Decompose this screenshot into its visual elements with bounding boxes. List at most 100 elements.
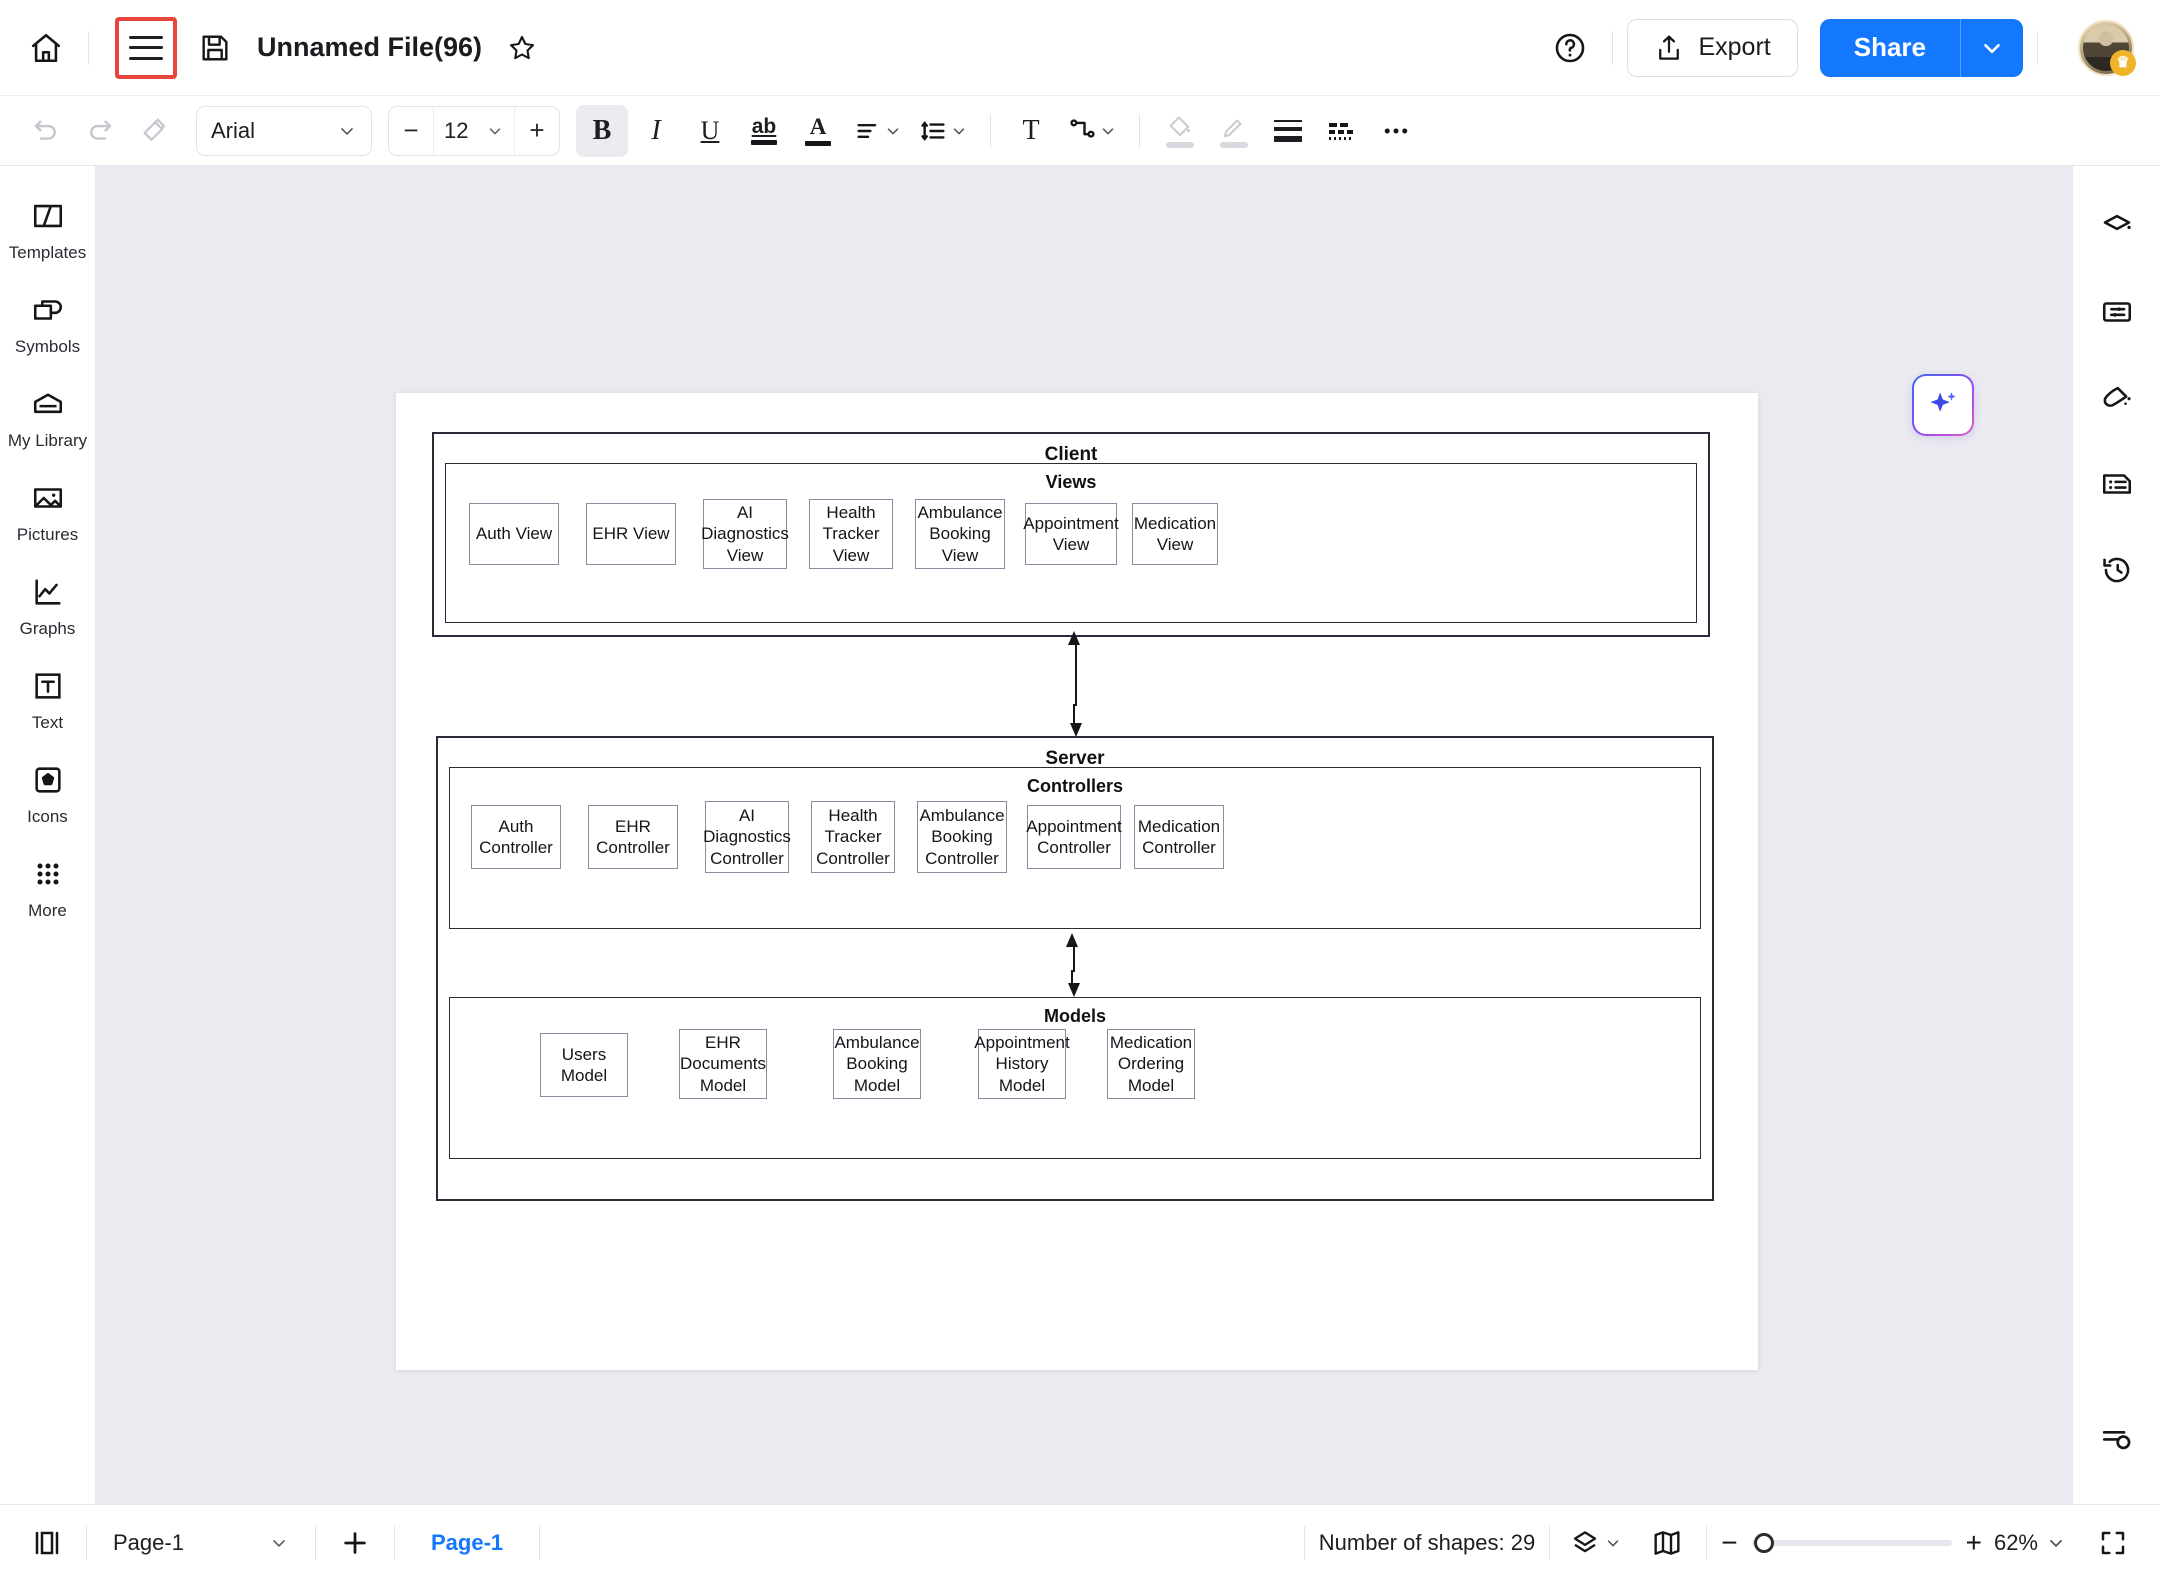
node-ambulance-booking-view[interactable]: Ambulance Booking View	[915, 499, 1005, 569]
star-icon[interactable]	[494, 20, 550, 76]
share-button[interactable]: Share	[1819, 18, 1961, 77]
node-appointment-controller[interactable]: Appointment Controller	[1026, 805, 1122, 869]
node-ai-diagnostics-controller[interactable]: AI Diagnostics Controller	[703, 801, 791, 873]
font-size-stepper[interactable]: − 12 +	[388, 105, 560, 156]
divider	[990, 113, 991, 148]
text-align-icon[interactable]	[846, 105, 910, 157]
more-grid-icon	[23, 852, 73, 896]
font-size-select[interactable]: 12	[433, 106, 515, 155]
side-panel-toggle-icon[interactable]	[22, 1518, 72, 1568]
home-icon[interactable]	[18, 20, 74, 76]
font-color-label: A	[809, 114, 827, 139]
zoom-slider-track[interactable]	[1751, 1532, 1952, 1553]
server-title: Server	[1045, 748, 1105, 769]
sidebar-item-graphs[interactable]: Graphs	[4, 570, 92, 638]
node-ai-diagnostics-view[interactable]: AI Diagnostics View	[701, 499, 789, 569]
models-container[interactable]: Models	[449, 997, 1701, 1159]
node-health-tracker-view[interactable]: Health Tracker View	[809, 499, 893, 569]
page-tab-page-1[interactable]: Page-1	[431, 1529, 504, 1555]
layers-icon[interactable]	[1564, 1518, 1628, 1568]
sidebar-item-my-library[interactable]: My Library	[4, 382, 92, 450]
node-health-tracker-controller[interactable]: Health Tracker Controller	[811, 801, 895, 873]
node-ehr-documents-model[interactable]: EHR Documents Model	[679, 1029, 767, 1099]
layout-settings-icon[interactable]	[2090, 288, 2144, 336]
ai-sparkle-icon[interactable]	[1912, 374, 1974, 436]
canvas-page[interactable]: Client Views Auth View EHR View AI Diagn…	[396, 393, 1758, 1370]
more-horizontal-icon[interactable]	[1370, 105, 1422, 157]
zoom-slider-knob[interactable]	[1753, 1532, 1774, 1553]
version-history-icon[interactable]	[2090, 546, 2144, 594]
architecture-diagram: Client Views Auth View EHR View AI Diagn…	[396, 393, 1758, 1370]
text-tool-button[interactable]: T	[1022, 114, 1040, 146]
divider	[539, 1525, 541, 1560]
fullscreen-icon[interactable]	[2088, 1518, 2138, 1568]
fill-style-icon[interactable]	[2090, 202, 2144, 250]
sidebar-item-more[interactable]: More	[4, 852, 92, 920]
save-icon[interactable]	[187, 20, 243, 76]
graphs-icon	[23, 570, 73, 614]
font-color-button[interactable]: A	[792, 105, 844, 157]
status-bar: Page-1 Page-1 Number of shapes: 29 −	[0, 1504, 2160, 1580]
hamburger-menu-icon[interactable]	[115, 16, 177, 79]
minimap-icon[interactable]	[1642, 1518, 1692, 1568]
sidebar-item-text[interactable]: Text	[4, 664, 92, 732]
status-bar-right: Number of shapes: 29 − + 62%	[1290, 1518, 2138, 1568]
help-circle-icon[interactable]	[1542, 20, 1598, 76]
sidebar-item-label: Symbols	[14, 337, 81, 357]
zoom-slider[interactable]: − +	[1721, 1527, 1982, 1559]
node-medication-ordering-model[interactable]: Medication Ordering Model	[1107, 1029, 1195, 1099]
my-library-icon	[23, 382, 73, 426]
node-ehr-controller[interactable]: EHR Controller	[588, 805, 678, 869]
sidebar-item-pictures[interactable]: Pictures	[4, 476, 92, 544]
zoom-in-button[interactable]: +	[1965, 1526, 1982, 1558]
line-style-dashed-icon[interactable]	[1316, 105, 1368, 157]
chevron-down-icon[interactable]	[1961, 18, 2023, 77]
divider	[1612, 30, 1614, 65]
font-family-value: Arial	[211, 117, 256, 143]
font-size-increase-button[interactable]: +	[529, 115, 545, 145]
strikethrough-button[interactable]: ab	[738, 105, 790, 157]
bold-button[interactable]: B	[576, 104, 628, 157]
node-ehr-view[interactable]: EHR View	[586, 503, 676, 565]
properties-panel-icon[interactable]	[2090, 460, 2144, 508]
font-size-value: 12	[444, 117, 469, 143]
brush-icon[interactable]	[1208, 105, 1260, 157]
node-auth-controller[interactable]: Auth Controller	[471, 805, 561, 869]
node-ambulance-booking-controller[interactable]: Ambulance Booking Controller	[917, 801, 1007, 873]
export-button[interactable]: Export	[1627, 18, 1798, 77]
node-medication-controller[interactable]: Medication Controller	[1134, 805, 1224, 869]
zoom-out-button[interactable]: −	[1721, 1526, 1738, 1558]
sidebar-item-label: My Library	[7, 431, 88, 451]
sidebar-item-icons[interactable]: Icons	[4, 758, 92, 826]
node-appointment-view[interactable]: Appointment View	[1023, 503, 1119, 565]
zoom-level-chevron-down-icon[interactable]	[2038, 1518, 2074, 1568]
line-weight-icon[interactable]	[1262, 105, 1314, 157]
connector-line-icon[interactable]	[1059, 105, 1125, 157]
node-auth-view[interactable]: Auth View	[469, 503, 559, 565]
fill-bucket-icon[interactable]	[1154, 105, 1206, 157]
main-body: Templates Symbols My Library Pictures	[0, 166, 2160, 1504]
node-appointment-history-model[interactable]: Appointment History Model	[974, 1029, 1070, 1099]
node-users-model[interactable]: Users Model	[540, 1033, 628, 1097]
font-family-select[interactable]: Arial	[196, 105, 372, 156]
sidebar-item-templates[interactable]: Templates	[4, 194, 92, 262]
node-medication-view[interactable]: Medication View	[1132, 503, 1218, 565]
font-size-decrease-button[interactable]: −	[403, 115, 419, 145]
share-button-group[interactable]: Share	[1819, 18, 2023, 77]
avatar[interactable]: ♛	[2078, 19, 2136, 76]
underline-button[interactable]: U	[700, 115, 720, 145]
canvas-area[interactable]: Client Views Auth View EHR View AI Diagn…	[96, 166, 2072, 1504]
format-painter-icon[interactable]	[128, 105, 180, 157]
theme-magic-icon[interactable]	[2090, 374, 2144, 422]
undo-icon[interactable]	[20, 105, 72, 157]
redo-icon[interactable]	[74, 105, 126, 157]
line-spacing-icon[interactable]	[912, 105, 976, 157]
sidebar-item-symbols[interactable]: Symbols	[4, 288, 92, 356]
node-ambulance-booking-model[interactable]: Ambulance Booking Model	[833, 1029, 921, 1099]
outline-panel-icon[interactable]	[2090, 1414, 2144, 1462]
add-page-button[interactable]	[330, 1518, 380, 1568]
italic-button[interactable]: I	[651, 114, 661, 146]
fill-color-bar	[1166, 141, 1194, 148]
export-label: Export	[1698, 33, 1771, 61]
page-select[interactable]: Page-1	[101, 1518, 301, 1568]
